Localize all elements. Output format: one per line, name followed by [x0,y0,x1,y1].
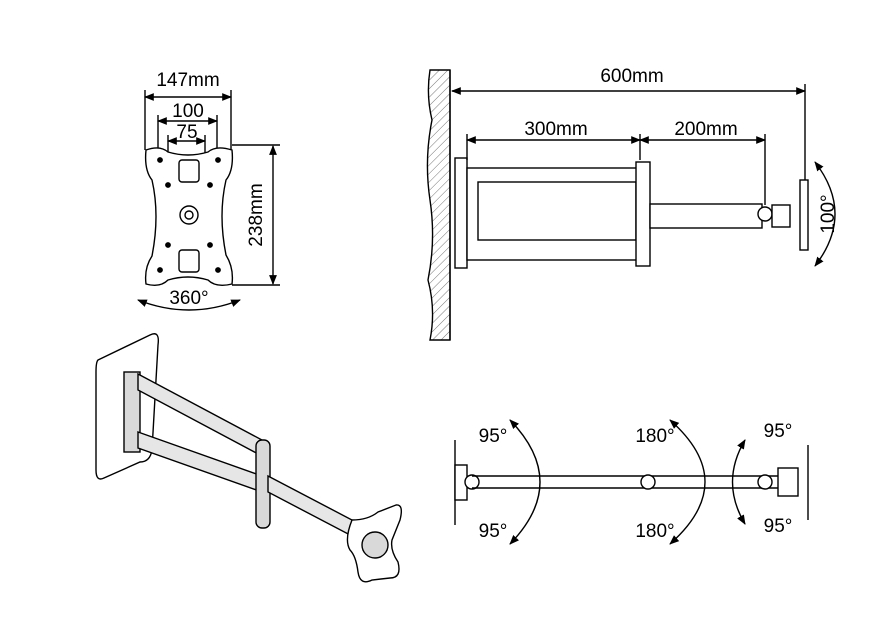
top-head-arc [731,439,746,525]
wall-section [426,69,451,341]
label-elbow-swivel-bottom: 180° [635,521,674,542]
top-view [454,419,809,545]
label-600mm: 600mm [600,66,663,87]
label-height-238: 238mm [246,183,267,246]
head-pivot [757,206,773,222]
label-elbow-swivel-top: 180° [635,426,674,447]
label-wall-swivel-bottom: 95° [479,521,508,542]
top-elbow-pivot [640,474,656,490]
top-elbow-arc [669,419,706,545]
center-hub [179,205,199,225]
label-width-147: 147mm [156,70,219,91]
top-wall-arc [509,419,541,545]
top-head-pivot [757,474,773,490]
side-view-labels: 600mm 300mm 200mm 100° [524,66,839,234]
wall-bracket [454,157,468,269]
height-dimension-line [232,144,280,286]
front-plate-view [137,90,280,311]
label-rotation-360: 360° [169,288,208,309]
mounting-holes [157,157,221,273]
tilt-head [771,204,791,228]
label-tilt-100: 100° [818,194,839,233]
top-wall-pivot [464,474,480,490]
label-width-100: 100 [172,101,204,122]
rotation-arc [137,299,241,311]
front-plate-labels: 147mm 100 75 238mm 360° [156,70,267,309]
vesa-plate-outline [144,147,234,287]
tilt-head-plate [799,179,809,251]
perspective-vesa-hub [361,531,389,559]
side-view [426,69,836,341]
tilt-arc [814,161,836,267]
label-300mm: 300mm [524,119,587,140]
perspective-view [95,333,403,583]
center-hub-inner [184,210,194,220]
top-view-labels: 95° 95° 180° 180° 95° 95° [479,421,793,542]
first-arm-inner [477,181,637,241]
label-head-swivel-bottom: 95° [764,516,793,537]
lower-slot [178,249,200,273]
label-wall-swivel-top: 95° [479,426,508,447]
perspective-bracket [123,371,141,453]
label-head-swivel-top: 95° [764,421,793,442]
second-arm [649,203,763,229]
label-width-75: 75 [176,122,197,143]
perspective-second-arm [267,474,353,538]
elbow-joint [635,161,651,267]
label-200mm: 200mm [674,119,737,140]
top-head [777,467,799,497]
width-dimension-lines [144,90,232,160]
upper-slot [178,159,200,183]
